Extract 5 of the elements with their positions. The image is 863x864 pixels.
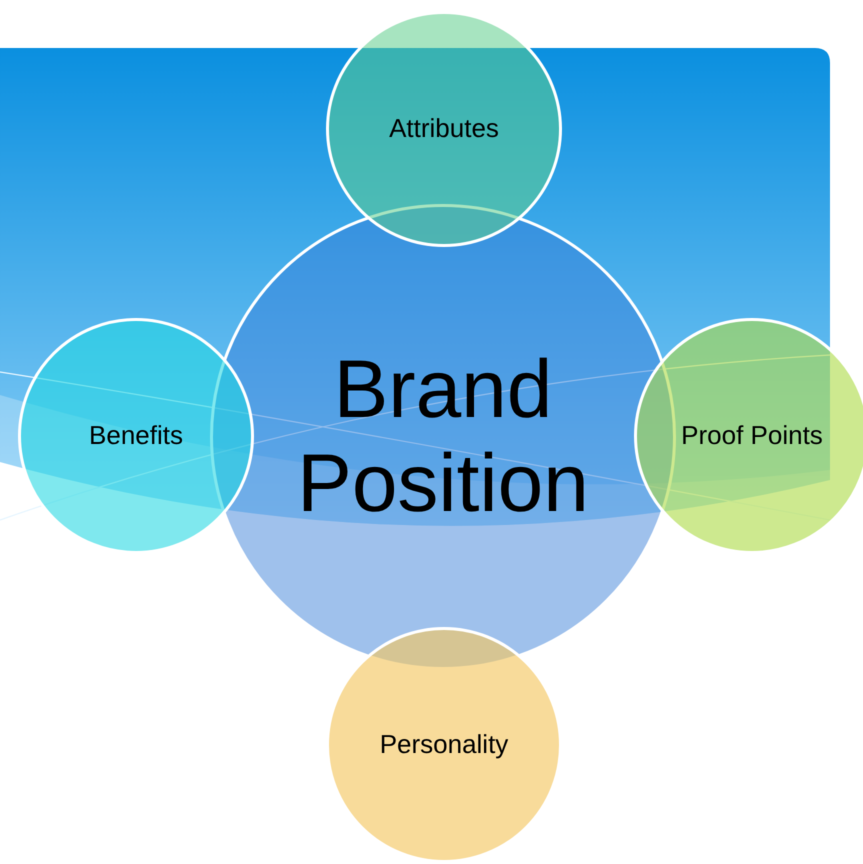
- circle-label: Personality: [380, 730, 508, 760]
- center-title: Brand Position: [296, 342, 590, 531]
- circle-label: Proof Points: [681, 421, 823, 451]
- circle-label: Benefits: [89, 421, 183, 451]
- circle-label: Attributes: [389, 114, 499, 144]
